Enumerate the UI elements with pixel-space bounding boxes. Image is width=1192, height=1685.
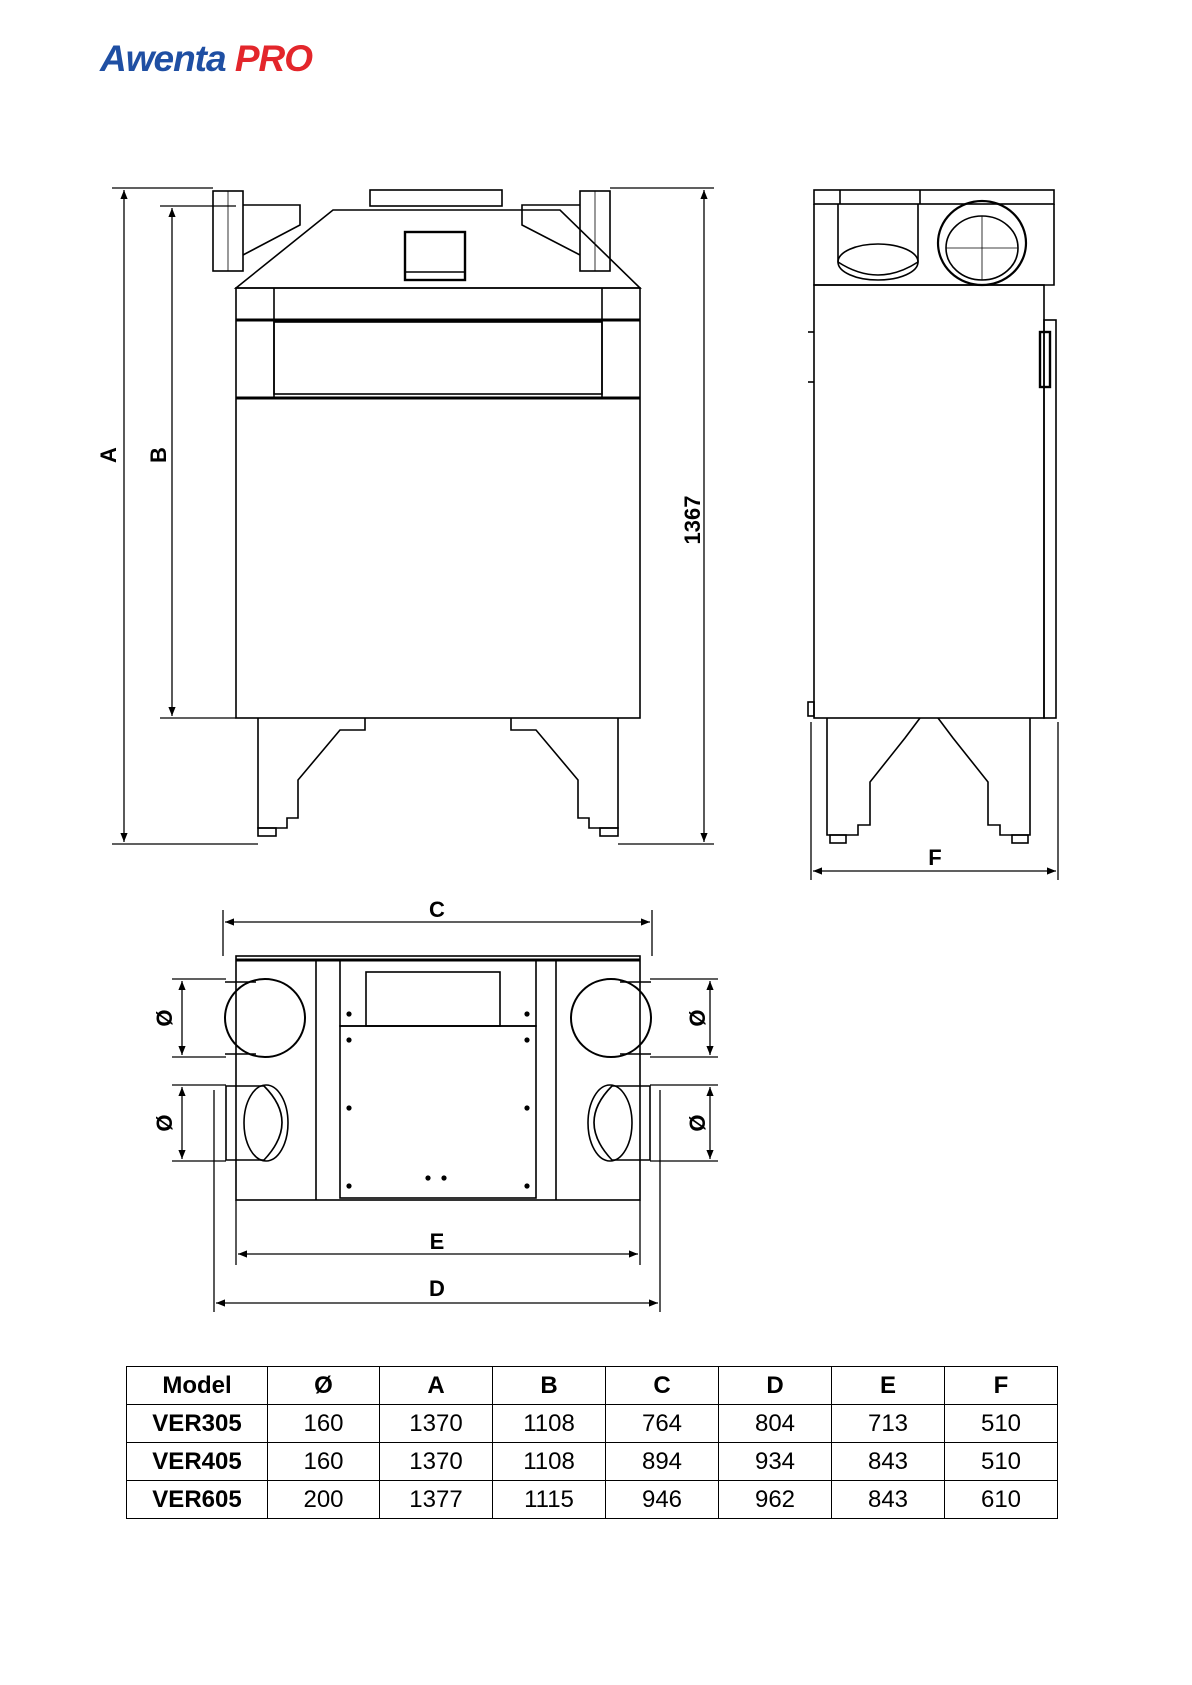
dimensions-table: Model Ø A B C D E F VER305 160 1370 1108… [126, 1366, 1058, 1519]
top-view [225, 956, 651, 1200]
table-cell: 1108 [493, 1405, 606, 1443]
label-diameter-upper-left: Ø [152, 1009, 177, 1026]
column-header: F [945, 1367, 1058, 1405]
front-right-leg [511, 718, 618, 828]
table-cell: 946 [606, 1481, 719, 1519]
column-header: C [606, 1367, 719, 1405]
top-duct-upper-left [225, 979, 305, 1057]
top-view-dots [346, 1011, 529, 1188]
column-header: D [719, 1367, 832, 1405]
top-duct-lower-left [226, 1086, 282, 1160]
label-1367: 1367 [680, 496, 705, 545]
side-body [814, 285, 1044, 718]
column-header: B [493, 1367, 606, 1405]
label-d: D [429, 1276, 445, 1301]
table-row: VER405 160 1370 1108 894 934 843 510 [127, 1443, 1058, 1481]
table-cell: 843 [832, 1481, 945, 1519]
table-cell: 610 [945, 1481, 1058, 1519]
column-header: A [380, 1367, 493, 1405]
label-e: E [430, 1229, 445, 1254]
table-cell: 1370 [380, 1443, 493, 1481]
label-diameter-lower-left: Ø [152, 1114, 177, 1131]
label-f: F [928, 845, 941, 870]
table-cell-model: VER405 [127, 1443, 268, 1481]
table-cell: 962 [719, 1481, 832, 1519]
table-cell: 804 [719, 1405, 832, 1443]
table-cell: 160 [268, 1405, 380, 1443]
side-right-leg [938, 718, 1030, 835]
table-cell: 200 [268, 1481, 380, 1519]
table-cell: 1377 [380, 1481, 493, 1519]
top-duct-lower-right [594, 1086, 650, 1160]
side-duct-left [838, 204, 918, 275]
table-cell: 510 [945, 1443, 1058, 1481]
table-cell: 1108 [493, 1443, 606, 1481]
table-cell: 713 [832, 1405, 945, 1443]
side-view [808, 190, 1056, 843]
label-a: A [96, 447, 121, 463]
top-duct-upper-right [571, 979, 651, 1057]
label-diameter-upper-right: Ø [685, 1009, 710, 1026]
label-c: C [429, 897, 445, 922]
table-cell: 843 [832, 1443, 945, 1481]
top-center-panel [340, 1026, 536, 1198]
table-cell: 894 [606, 1443, 719, 1481]
front-view [213, 190, 640, 836]
table-row: VER605 200 1377 1115 946 962 843 610 [127, 1481, 1058, 1519]
column-header: Ø [268, 1367, 380, 1405]
column-header: Model [127, 1367, 268, 1405]
column-header: E [832, 1367, 945, 1405]
table-cell: 1115 [493, 1481, 606, 1519]
table-cell: 934 [719, 1443, 832, 1481]
label-diameter-lower-right: Ø [685, 1114, 710, 1131]
side-left-leg [827, 718, 920, 835]
technical-drawing: A B 1367 F [0, 0, 1192, 1340]
table-cell-model: VER305 [127, 1405, 268, 1443]
table-cell: 764 [606, 1405, 719, 1443]
table-cell: 510 [945, 1405, 1058, 1443]
front-dimensions [112, 188, 714, 844]
table-row: VER305 160 1370 1108 764 804 713 510 [127, 1405, 1058, 1443]
table-cell-model: VER605 [127, 1481, 268, 1519]
label-b: B [146, 447, 171, 463]
front-left-leg [258, 718, 365, 828]
front-body [236, 288, 640, 718]
table-cell: 160 [268, 1443, 380, 1481]
table-cell: 1370 [380, 1405, 493, 1443]
top-dimensions [172, 910, 718, 1312]
table-header-row: Model Ø A B C D E F [127, 1367, 1058, 1405]
